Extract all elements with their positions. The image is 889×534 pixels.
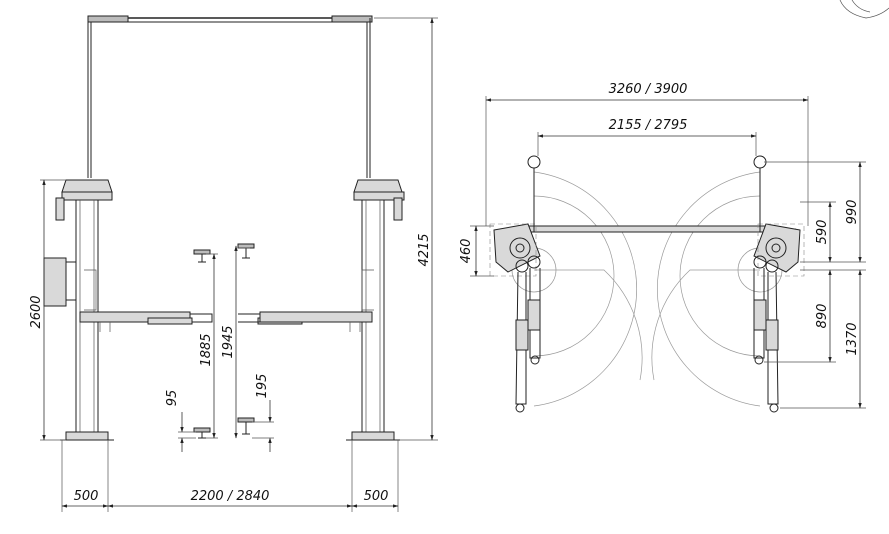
dim-min-height-b: 195 [255, 374, 270, 399]
raised-pads [193, 243, 255, 263]
dim-arm-reach-max: 990 [845, 200, 860, 225]
dim-between-columns: 2200 / 2840 [191, 489, 270, 504]
dim-column-depth: 460 [459, 239, 474, 264]
dim-lift-height-a: 1885 [199, 333, 214, 366]
arm-swing-arcs [511, 171, 783, 407]
dim-arm-reach-total: 1370 [845, 322, 860, 355]
front-dimensions: 4215 2600 1885 1945 95 195 [29, 17, 438, 512]
left-arms [515, 255, 541, 413]
dim-arm-reach-min: 890 [815, 304, 830, 329]
dim-inner-width: 2155 / 2795 [609, 118, 688, 133]
corner-logo [839, 0, 889, 19]
right-column [346, 179, 405, 441]
top-dimensions: 3260 / 3900 2155 / 2795 460 990 590 890 [459, 82, 866, 409]
dim-min-height-a: 95 [165, 390, 180, 407]
column-posts [527, 155, 767, 232]
left-column [43, 179, 114, 441]
front-view: 4215 2600 1885 1945 95 195 [29, 15, 438, 512]
overhead-beam [500, 225, 796, 233]
right-arms [753, 255, 779, 413]
dim-height-total: 4215 [417, 233, 432, 266]
overhead-frame [87, 15, 373, 178]
dim-height-column: 2600 [29, 295, 44, 328]
top-view: 3260 / 3900 2155 / 2795 460 990 590 890 [459, 82, 866, 413]
dim-arm-offset: 590 [815, 220, 830, 245]
dim-base-left: 500 [74, 489, 99, 504]
dim-overall-width: 3260 / 3900 [609, 82, 688, 97]
lifting-arms [79, 311, 373, 332]
dim-base-right: 500 [364, 489, 389, 504]
lowered-pads [193, 417, 255, 439]
dim-lift-height-b: 1945 [221, 325, 236, 358]
